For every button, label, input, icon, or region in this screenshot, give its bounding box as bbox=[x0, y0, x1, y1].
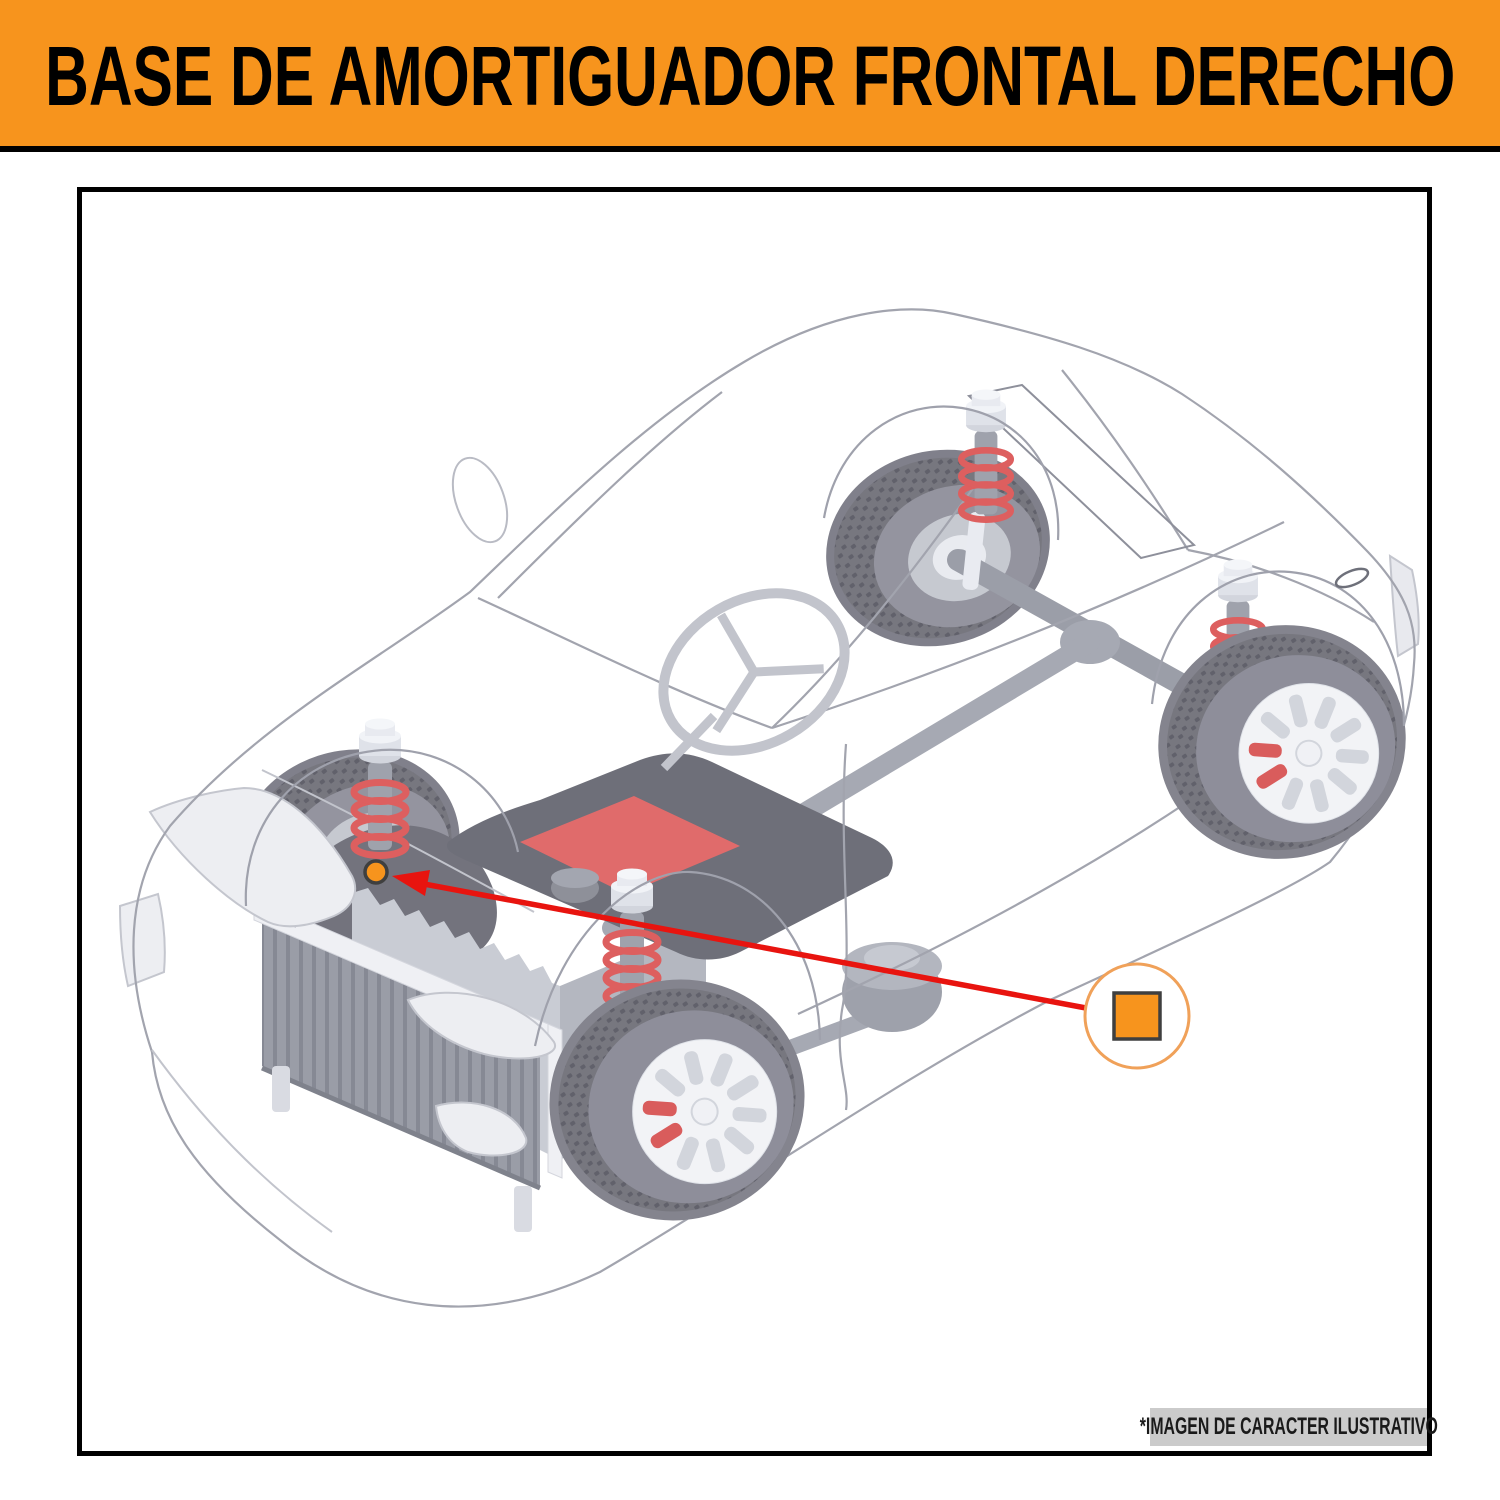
sunroof bbox=[966, 383, 1197, 560]
bumper-pieces bbox=[406, 991, 557, 1157]
belt-line bbox=[771, 521, 1285, 730]
shock-rod-rear-left bbox=[962, 511, 986, 591]
orange-part-location-dot bbox=[363, 859, 389, 885]
c-pillar bbox=[1061, 369, 1189, 551]
door-edge bbox=[838, 743, 848, 1111]
transmission-bell bbox=[842, 942, 942, 1032]
car-body-outline bbox=[132, 308, 1416, 1308]
red-arrow-icon bbox=[392, 870, 1087, 1011]
trunk-line bbox=[1187, 548, 1375, 623]
a-pillar bbox=[497, 391, 723, 599]
fender-arches bbox=[244, 405, 1406, 1047]
illustrative-note: *IMAGEN DE CARACTER ILUSTRATIVO bbox=[1139, 1408, 1438, 1446]
side-mirror bbox=[451, 456, 509, 544]
orange-square-icon bbox=[1112, 991, 1162, 1041]
header-banner: BASE DE AMORTIGUADOR FRONTAL DERECHO bbox=[0, 0, 1500, 152]
legend-marker bbox=[1083, 962, 1191, 1070]
door-handle bbox=[1334, 567, 1370, 589]
headlights bbox=[118, 786, 357, 988]
engine-red-panel bbox=[520, 796, 740, 894]
bumper-crease bbox=[151, 1049, 333, 1233]
taillight bbox=[1388, 554, 1420, 658]
page-title: BASE DE AMORTIGUADOR FRONTAL DERECHO bbox=[44, 28, 1456, 123]
illustrative-note-text: *IMAGEN DE CARACTER ILUSTRATIVO bbox=[1139, 1413, 1438, 1440]
spring-front-right bbox=[354, 719, 406, 856]
steering-wheel bbox=[658, 588, 850, 772]
